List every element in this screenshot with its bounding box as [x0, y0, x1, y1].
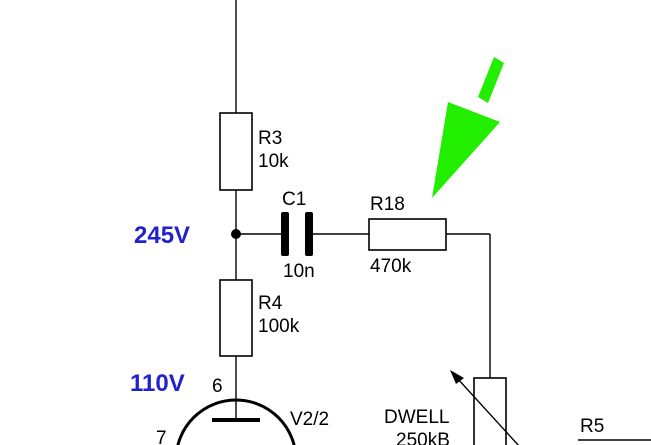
tube-ref-label: V2/2	[290, 409, 329, 430]
tube-envelope	[176, 398, 296, 445]
capacitor-c1-plate-right	[305, 212, 313, 256]
capacitor-c1-plate-left	[281, 212, 289, 256]
resistor-r3	[219, 112, 253, 191]
junction-dot	[231, 229, 241, 239]
tube-pin-grid-label: 7	[156, 428, 167, 445]
pot-wiper-arrowhead	[450, 370, 464, 384]
potentiometer-dwell	[473, 377, 507, 445]
dwell-ref-label: DWELL	[384, 407, 449, 428]
voltage-label-plate: 110V	[130, 370, 185, 397]
c1-value-label: 10n	[283, 261, 315, 282]
r4-value-label: 100k	[258, 316, 300, 337]
r18-ref-label: R18	[370, 194, 405, 215]
r5-ref-label: R5	[580, 416, 604, 437]
voltage-label-node: 245V	[134, 222, 190, 249]
tube-pin-plate-label: 6	[212, 376, 223, 397]
green-arrow-icon	[432, 57, 504, 198]
r18-value-label: 470k	[370, 256, 412, 277]
r3-ref-label: R3	[258, 128, 282, 149]
resistor-r4	[219, 279, 253, 357]
dwell-value-label: 250kB	[396, 430, 450, 445]
resistor-r18	[368, 218, 447, 251]
c1-ref-label: C1	[282, 189, 306, 210]
r3-value-label: 10k	[258, 151, 289, 172]
r4-ref-label: R4	[258, 293, 283, 314]
